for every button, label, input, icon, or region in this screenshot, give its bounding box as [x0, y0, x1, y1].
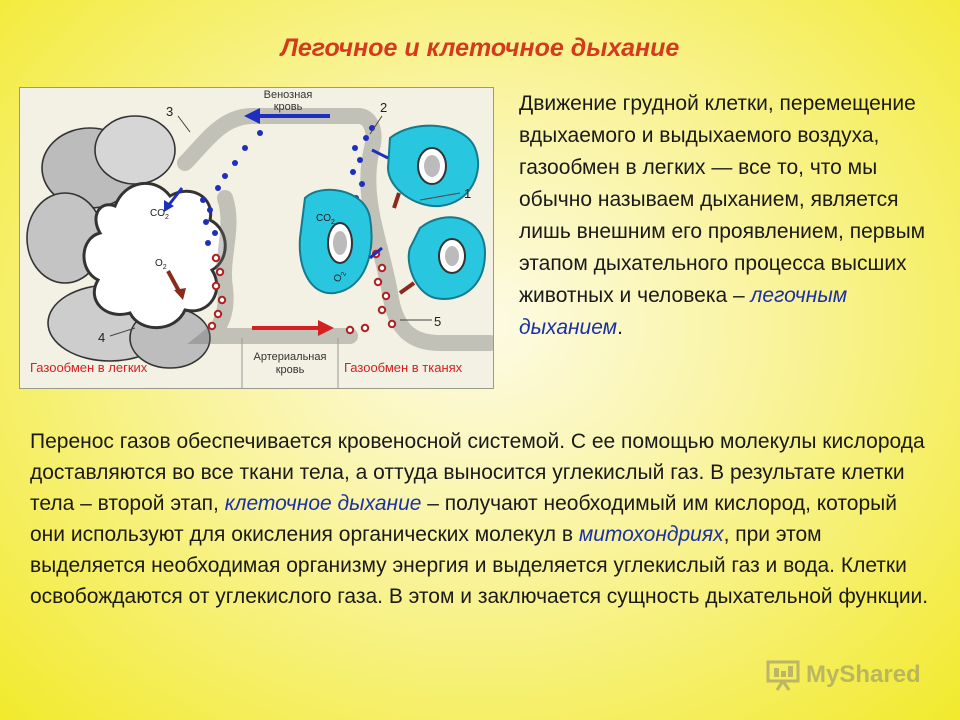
caption-tissue-exchange: Газообмен в тканях	[344, 360, 463, 375]
caption-lung-exchange: Газообмен в легких	[30, 360, 148, 375]
main-paragraph: Перенос газов обеспечивается кровеносной…	[30, 426, 930, 612]
gas-flow-arrows	[164, 148, 416, 300]
slide-title: Легочное и клеточное дыхание	[280, 34, 680, 62]
term-cellular-respiration: клеточное дыхание	[224, 492, 422, 515]
watermark-text: MyShared	[806, 661, 921, 688]
term-pulmonary-respiration: легочным дыханием	[519, 284, 848, 339]
side-text-end: .	[617, 316, 623, 339]
gas-exchange-diagram: 3 2 1 4 5 CO2 O2 CO2 O2 Венозная кровь А…	[19, 87, 494, 389]
o2-label-lung: O2	[155, 258, 167, 271]
label-number-2: 2	[380, 100, 387, 115]
o2-label-tissue: O2	[332, 269, 348, 285]
arterial-label-line2: кровь	[276, 364, 305, 376]
presentation-board-icon	[766, 660, 800, 691]
side-paragraph: Движение грудной клетки, перемещение вды…	[519, 88, 949, 344]
side-text-body: Движение грудной клетки, перемещение вды…	[519, 92, 926, 307]
main-text-part1: Перенос газов обеспечивается кровеносной…	[30, 430, 925, 515]
tissue-cells	[298, 124, 487, 300]
label-number-4: 4	[98, 330, 105, 345]
term-mitochondria: митохондриях	[578, 523, 724, 546]
label-number-3: 3	[166, 104, 173, 119]
main-text-part2: – получают необходимый им кислород, кото…	[30, 492, 897, 546]
co2-label-lung: CO2	[150, 208, 169, 221]
arterial-arrow	[252, 320, 334, 336]
arterial-label-line1: Артериальная	[254, 351, 327, 363]
co2-label-tissue: CO2	[316, 213, 335, 226]
watermark: MyShared	[766, 655, 926, 695]
pulmonary-capillary	[177, 108, 493, 351]
label-number-5: 5	[434, 314, 441, 329]
venous-arrow	[244, 108, 330, 124]
label-number-1: 1	[464, 186, 471, 201]
venous-label-line2: кровь	[274, 101, 303, 113]
main-text-part3: , при этом выделяется необходимая органи…	[30, 523, 929, 608]
venous-label-line1: Венозная	[264, 89, 313, 101]
alveolus	[82, 181, 227, 330]
